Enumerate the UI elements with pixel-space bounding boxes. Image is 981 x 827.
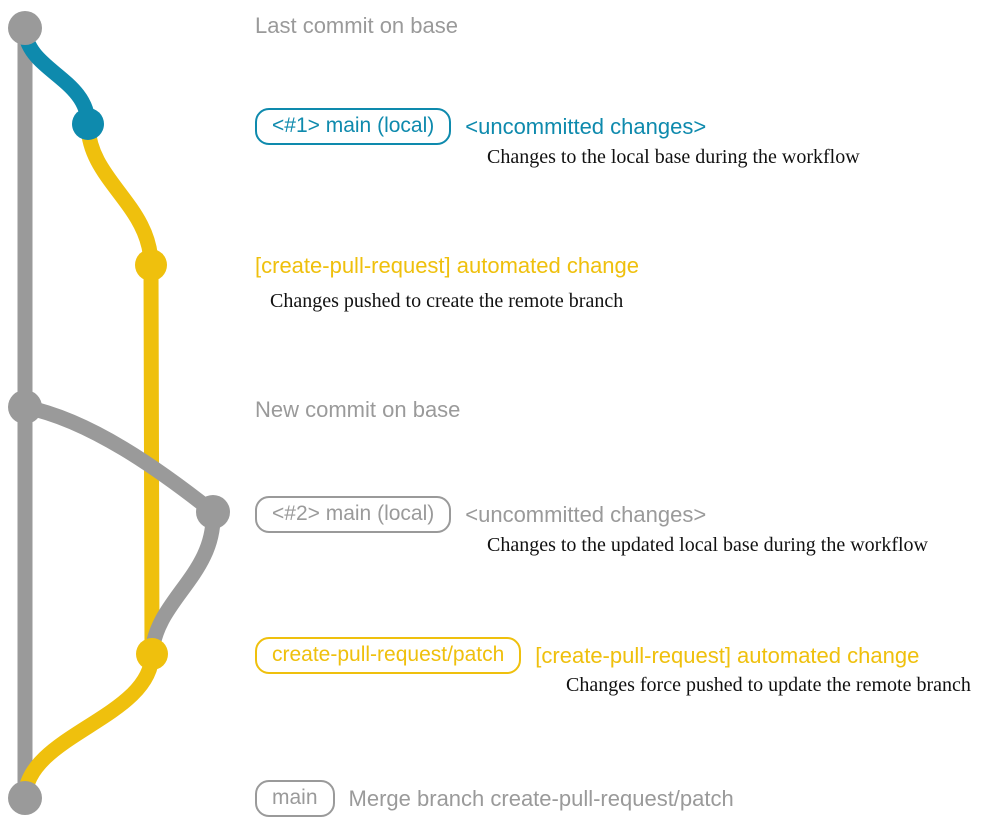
- patch-push-line-1: [80, 116, 159, 273]
- branch-badge-main[interactable]: main: [255, 780, 335, 817]
- commit-headline-patch-1: [create-pull-request] automated change: [255, 253, 640, 278]
- commit-note-local-1: Changes to the local base during the wor…: [487, 146, 860, 168]
- commit-node-patch-commit-2[interactable]: [136, 638, 168, 670]
- commit-note-patch-1: Changes pushed to create the remote bran…: [270, 290, 624, 312]
- commit-node-local-commit-2[interactable]: [196, 495, 230, 529]
- entry-merge-head: main Merge branch create-pull-request/pa…: [255, 780, 734, 817]
- commit-node-patch-commit-1[interactable]: [135, 249, 167, 281]
- entry-local-1: <#1> main (local) <uncommitted changes>: [255, 108, 706, 145]
- entry-local-2-head: <#2> main (local) <uncommitted changes>: [255, 496, 706, 533]
- label-last-commit-on-base: Last commit on base: [255, 13, 458, 38]
- commit-headline-merge: Merge branch create-pull-request/patch: [348, 785, 734, 811]
- commit-node-base-head[interactable]: [8, 11, 42, 45]
- entry-patch-2-head: create-pull-request/patch [create-pull-r…: [255, 637, 919, 674]
- entry-patch-2: create-pull-request/patch [create-pull-r…: [255, 637, 919, 674]
- branch-badge-patch-2[interactable]: create-pull-request/patch: [255, 637, 522, 674]
- label-new-commit-on-base: New commit on base: [255, 397, 461, 422]
- branch-badge-local-1[interactable]: <#1> main (local): [255, 108, 452, 145]
- commit-note-local-2: Changes to the updated local base during…: [487, 534, 928, 556]
- commit-headline-local-1: <uncommitted changes>: [465, 113, 707, 139]
- commit-node-base-new-commit[interactable]: [8, 390, 42, 424]
- local-to-patch-line-2: [144, 504, 221, 662]
- commit-node-base-merge[interactable]: [8, 781, 42, 815]
- commit-headline-patch-2: [create-pull-request] automated change: [535, 642, 920, 668]
- commit-node-local-commit-1[interactable]: [72, 108, 104, 140]
- merge-line: [17, 646, 160, 806]
- commit-headline-local-2: <uncommitted changes>: [465, 501, 707, 527]
- branch-badge-local-2[interactable]: <#2> main (local): [255, 496, 452, 533]
- entry-patch-1: [create-pull-request] automated change: [255, 255, 639, 277]
- local-branch-line-1: [17, 20, 96, 132]
- entry-local-1-head: <#1> main (local) <uncommitted changes>: [255, 108, 706, 145]
- entry-local-2: <#2> main (local) <uncommitted changes>: [255, 496, 706, 533]
- entry-merge: main Merge branch create-pull-request/pa…: [255, 780, 734, 817]
- commit-note-patch-2: Changes force pushed to update the remot…: [566, 674, 971, 696]
- local-branch-line-2: [17, 399, 221, 520]
